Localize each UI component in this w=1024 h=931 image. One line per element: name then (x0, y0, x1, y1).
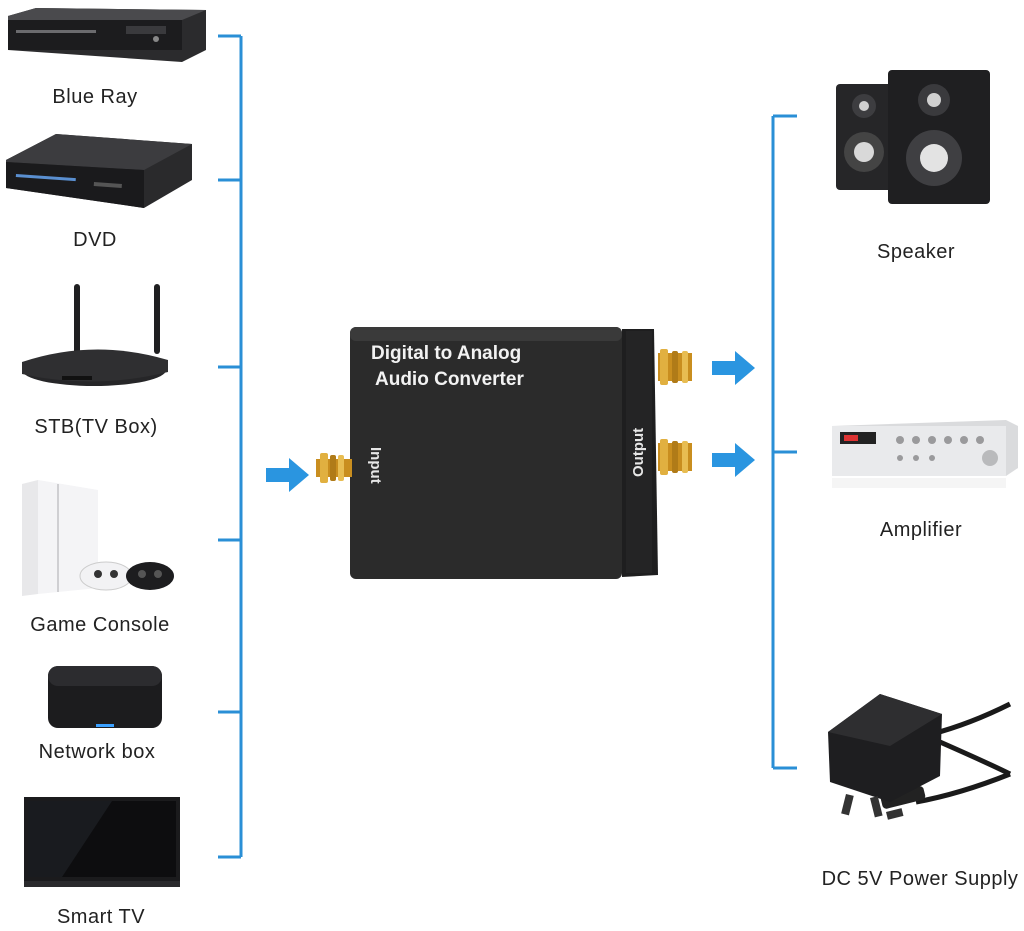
source-label-game-console: Game Console (30, 614, 170, 636)
smart-tv-icon (22, 795, 182, 891)
network-box-icon (44, 662, 166, 734)
source-label-dvd: DVD (73, 229, 117, 251)
converter-title-line2: Audio Converter (375, 369, 524, 390)
source-label-network-box: Network box (38, 741, 156, 763)
output-label-amplifier: Amplifier (879, 519, 963, 541)
output-arrow-bottom-icon (712, 443, 755, 477)
bluray-player-icon (6, 6, 208, 72)
game-console-icon (18, 478, 176, 600)
output-arrow-top-icon (712, 351, 755, 385)
input-port-label: Input (367, 447, 384, 484)
source-label-stb: STB(TV Box) (34, 416, 158, 438)
amplifier-icon (830, 416, 1020, 492)
power-adapter-icon (820, 684, 1016, 834)
output-label-power-supply: DC 5V Power Supply (821, 868, 1019, 890)
output-port-label: Output (630, 427, 647, 477)
source-label-smart-tv: Smart TV (56, 906, 146, 928)
input-arrow-icon (266, 458, 309, 492)
output-label-speaker: Speaker (877, 241, 955, 263)
source-label-bluray: Blue Ray (52, 86, 138, 108)
router-icon (18, 282, 174, 394)
dvd-player-icon (4, 130, 194, 212)
speaker-icon (834, 66, 994, 208)
converter-title-line1: Digital to Analog (371, 343, 522, 364)
converter-device: Digital to Analog Audio Converter Input … (308, 325, 708, 583)
